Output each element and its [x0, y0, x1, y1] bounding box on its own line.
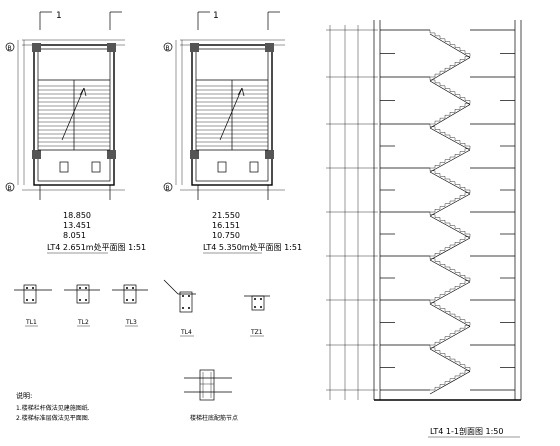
stair-flight-soffit: [429, 57, 471, 82]
left-axis-mark-bottom: B: [8, 185, 12, 192]
stair-flight-soffit: [429, 80, 471, 105]
right-elevation-1: 21.550: [212, 211, 240, 220]
section-stair-flights: [380, 30, 515, 395]
left-elevation-3: 8.051: [63, 231, 86, 240]
notes-line-1: 1.楼梯栏杆做法见建施图纸.: [16, 404, 90, 412]
left-grid-top-label: 1: [56, 11, 62, 21]
notes-line-2: 2.楼梯标准层做法见平面图.: [16, 414, 90, 422]
right-plan-caption: LT4 5.350m处平面图 1:51: [203, 242, 302, 252]
general-notes: 说明: 1.楼梯栏杆做法见建施图纸. 2.楼梯标准层做法见平面图.: [16, 391, 90, 422]
beam-label-tl1: TL1: [25, 319, 37, 326]
stair-flight-soffit: [429, 33, 471, 58]
stair-flight-soffit: [429, 104, 471, 129]
beam-section-tl1: TL1: [14, 284, 52, 327]
right-stair-plan: 1 B B 21.550 16.151 10.750 LT4 5.350m处平面…: [163, 11, 302, 254]
right-axis-mark-top: B: [166, 45, 170, 52]
stair-flight-soffit: [429, 371, 471, 395]
notes-title: 说明:: [16, 391, 32, 400]
beam-section-tl2: TL2: [64, 284, 100, 327]
stair-flight-soffit: [429, 237, 471, 261]
stair-section-view: LT4 1-1剖面图 1:50: [326, 20, 522, 438]
section-dimension-ticks: [326, 29, 378, 391]
left-stair-plan: 1 B B: [5, 11, 146, 254]
stair-flight-soffit: [429, 127, 471, 151]
section-caption: LT4 1-1剖面图 1:50: [430, 426, 503, 436]
beam-section-tl4: TL4: [163, 279, 196, 337]
left-elevation-2: 13.451: [63, 221, 91, 230]
stair-flight-soffit: [429, 193, 471, 217]
stair-flight-soffit: [429, 326, 471, 350]
right-axis-mark-bottom: B: [166, 185, 170, 192]
beam-section-tl3: TL3: [112, 284, 148, 327]
right-elevation-2: 16.151: [212, 221, 240, 230]
stair-flight-soffit: [429, 281, 471, 305]
stair-flight-soffit: [429, 149, 471, 173]
left-stair-treads: [38, 85, 110, 147]
beam-label-tl3: TL3: [125, 319, 137, 326]
beam-sections: TL1 TL2 TL3 TL4: [14, 279, 270, 337]
stair-flight-soffit: [429, 259, 471, 283]
beam-label-tl4: TL4: [180, 329, 192, 336]
beam-label-tl2: TL2: [77, 319, 89, 326]
left-elevation-1: 18.850: [63, 211, 91, 220]
left-plan-caption: LT4 2.651m处平面图 1:51: [47, 242, 146, 252]
stair-flight-soffit: [429, 303, 471, 327]
stair-flight-soffit: [429, 215, 471, 239]
stair-flight-soffit: [429, 348, 471, 372]
column-base-detail: 楼梯柱底配筋节点: [184, 369, 238, 422]
section-floor-slabs: [380, 29, 515, 391]
beam-label-tz1: TZ1: [250, 329, 263, 336]
right-elevation-3: 10.750: [212, 231, 240, 240]
right-grid-top-label: 1: [213, 11, 219, 21]
stair-flight-soffit: [429, 171, 471, 195]
detail-caption: 楼梯柱底配筋节点: [190, 414, 238, 422]
left-axis-mark-top: B: [8, 45, 12, 52]
beam-section-tz1: TZ1: [244, 295, 270, 337]
